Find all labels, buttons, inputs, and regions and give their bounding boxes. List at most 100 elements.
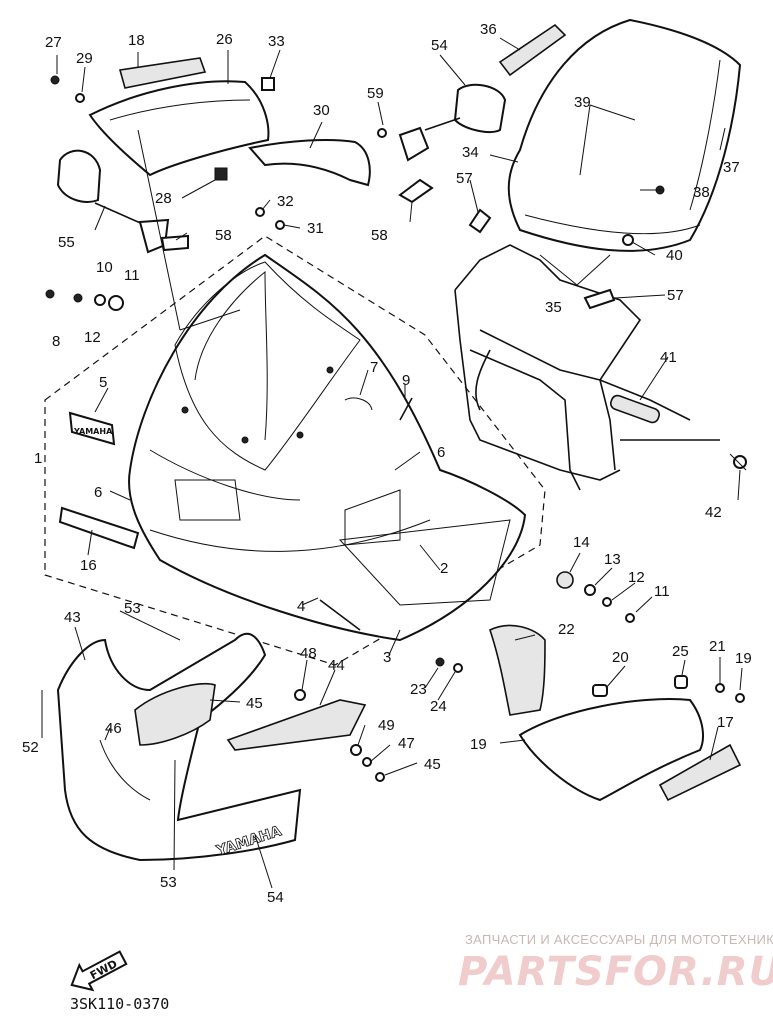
nut-51 — [294, 689, 306, 701]
callout-51: 48 — [300, 645, 317, 662]
callout-numbers: 27 29 18 26 33 54 36 30 59 39 34 37 38 2… — [22, 21, 752, 906]
screen-trim-strip — [498, 23, 567, 77]
callout-14: 11 — [654, 583, 670, 600]
nut-52 — [350, 744, 362, 756]
callout-40: 38 — [693, 184, 710, 201]
callout-18: 17 — [717, 714, 734, 731]
leader-lines — [41, 37, 743, 889]
washer-23 — [715, 683, 725, 693]
bolt-10 — [45, 289, 55, 299]
callout-57-right: 57 — [667, 287, 684, 304]
watermark-caption: ЗАПЧАСТИ И АКСЕССУАРЫ ДЛЯ МОТОТЕХНИКИ — [465, 932, 773, 947]
cover-24 — [489, 624, 546, 716]
nut-12 — [108, 295, 124, 311]
callout-57-top: 57 — [456, 170, 473, 187]
callout-45: 43 — [64, 609, 81, 626]
callout-27: 25 — [672, 643, 689, 660]
callout-22: 20 — [612, 649, 629, 666]
washer-11 — [94, 294, 106, 306]
washer-50 — [362, 757, 372, 767]
grommet-17 — [556, 571, 574, 589]
screw-49 — [375, 772, 385, 782]
nut-35 — [261, 77, 275, 91]
callout-28: 26 — [216, 31, 233, 48]
callout-42: 40 — [666, 247, 683, 264]
upper-cowling — [128, 253, 527, 642]
callout-21: 19 — [735, 650, 752, 667]
callout-12: 11 — [124, 267, 140, 284]
cowling-stay-frame — [454, 244, 720, 491]
bolt-44 — [729, 453, 747, 471]
callout-48: 46 — [105, 720, 122, 737]
callout-53-bottom: 53 — [160, 874, 177, 891]
screw-25 — [435, 657, 445, 667]
callout-52: 49 — [378, 717, 395, 734]
callout-10: 8 — [52, 333, 60, 350]
side-decal-strip — [58, 506, 140, 550]
panel-32 — [248, 139, 371, 187]
callout-35: 33 — [268, 33, 285, 50]
meter-cover — [88, 80, 270, 177]
callout-36: 34 — [462, 144, 479, 161]
callout-58-left: 58 — [215, 227, 232, 244]
nut-27 — [674, 675, 688, 689]
callout-16: 13 — [604, 551, 621, 568]
callout-43: 41 — [660, 349, 677, 366]
callout-47: 45 — [246, 695, 263, 712]
callout-2: 2 — [440, 560, 448, 577]
callout-9: 16 — [80, 557, 97, 574]
inner-panel-46 — [226, 699, 367, 751]
under-cowl-20 — [518, 698, 704, 802]
assembly-boundary — [44, 235, 546, 666]
plate-58-top — [398, 178, 434, 204]
callout-13: 12 — [84, 329, 101, 346]
rod-8 — [399, 397, 413, 421]
right-mirror — [398, 83, 507, 162]
callout-4: 4 — [297, 598, 305, 615]
screw-21 — [735, 693, 745, 703]
forward-direction-arrow: FWD — [70, 950, 128, 992]
plate-57-top — [468, 208, 492, 234]
washer-13 — [73, 293, 83, 303]
windscreen — [507, 18, 742, 252]
callout-17: 14 — [573, 534, 590, 551]
bar-4 — [319, 599, 361, 631]
callout-37: 35 — [545, 299, 562, 316]
callout-31: 29 — [76, 50, 93, 67]
callout-11: 10 — [96, 259, 113, 276]
inner-panel-47 — [134, 682, 216, 746]
callout-32: 30 — [313, 102, 330, 119]
callout-53-left: 52 — [22, 739, 39, 756]
callout-59: 59 — [367, 85, 384, 102]
callout-6-right: 6 — [437, 444, 445, 461]
callout-6-left: 6 — [94, 484, 102, 501]
callout-49: 45 — [424, 756, 441, 773]
watermark-logo: PARTSFOR.RU — [458, 949, 773, 995]
callout-7: 7 — [370, 359, 378, 376]
callout-3: 3 — [383, 649, 391, 666]
washer-16 — [584, 584, 596, 596]
callout-46: 44 — [328, 657, 345, 674]
callout-20: 19 — [470, 736, 487, 753]
callout-19: 18 — [128, 32, 145, 49]
callout-24: 22 — [558, 621, 575, 638]
callout-34: 32 — [277, 193, 294, 210]
clip-7 — [344, 397, 373, 411]
callout-1: 1 — [34, 450, 42, 467]
callout-50: 47 — [398, 735, 415, 752]
yamaha-front-decal: YAMAHA — [68, 411, 116, 446]
callout-54-bottom: 54 — [267, 889, 284, 906]
screw-59 — [377, 128, 387, 138]
washer-15 — [602, 597, 612, 607]
screw-33 — [275, 220, 285, 230]
callout-41: 39 — [574, 94, 591, 111]
callout-38: 36 — [480, 21, 497, 38]
callout-44: 42 — [705, 504, 722, 521]
callout-26: 24 — [430, 698, 447, 715]
callout-54-top: 53 — [124, 600, 141, 617]
side-trim-18 — [658, 743, 742, 802]
callout-39: 37 — [723, 159, 740, 176]
callout-33: 31 — [307, 220, 324, 237]
nut-22 — [592, 684, 608, 697]
